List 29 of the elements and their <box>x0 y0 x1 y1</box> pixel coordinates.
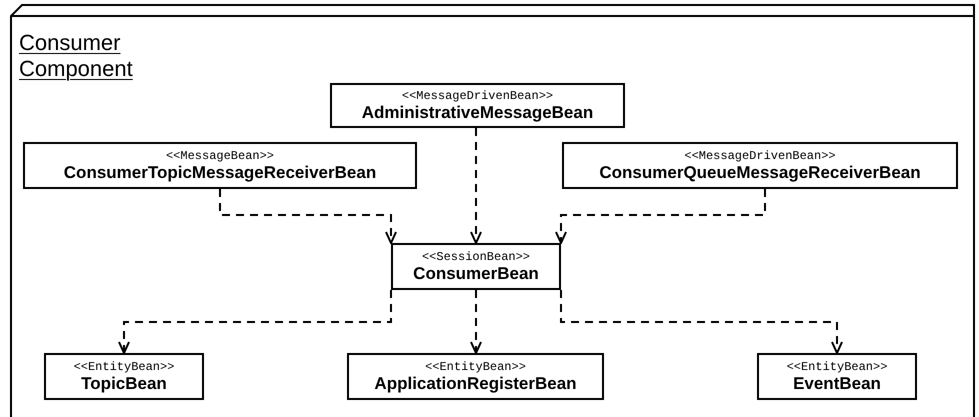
class-name: EventBean <box>793 374 881 394</box>
component-frame <box>10 4 976 417</box>
class-name: TopicBean <box>81 374 167 394</box>
class-name: ConsumerBean <box>413 264 539 284</box>
stereotype-label: <<EntityBean>> <box>786 360 888 374</box>
stereotype-label: <<MessageBean>> <box>166 148 274 162</box>
dependency-arrow <box>560 290 843 354</box>
class-box <box>23 142 417 189</box>
class-box <box>757 353 917 400</box>
stereotype-label: <<EntityBean>> <box>74 360 174 374</box>
class-box <box>347 353 604 400</box>
dependency-arrow <box>470 290 482 354</box>
class-name: AdministrativeMessageBean <box>362 102 594 122</box>
stereotype-label: <<SessionBean>> <box>422 250 530 264</box>
stereotype-label: <<MessageDrivenBean>> <box>402 88 554 102</box>
class-name: ApplicationRegisterBean <box>374 374 577 394</box>
class-box <box>562 142 958 189</box>
dependency-arrow <box>470 128 482 244</box>
class-name: ConsumerTopicMessageReceiverBean <box>64 162 376 182</box>
dependency-arrow <box>118 290 392 354</box>
class-box <box>391 243 561 290</box>
stereotype-label: <<EntityBean>> <box>425 360 526 374</box>
class-box <box>330 83 625 128</box>
class-box <box>44 353 204 400</box>
dependency-arrow <box>219 189 397 244</box>
stereotype-label: <<MessageDrivenBean>> <box>684 148 836 162</box>
class-name: ConsumerQueueMessageReceiverBean <box>599 162 921 182</box>
dependency-arrow <box>555 189 766 244</box>
component-title: Consumer Component <box>19 30 134 82</box>
